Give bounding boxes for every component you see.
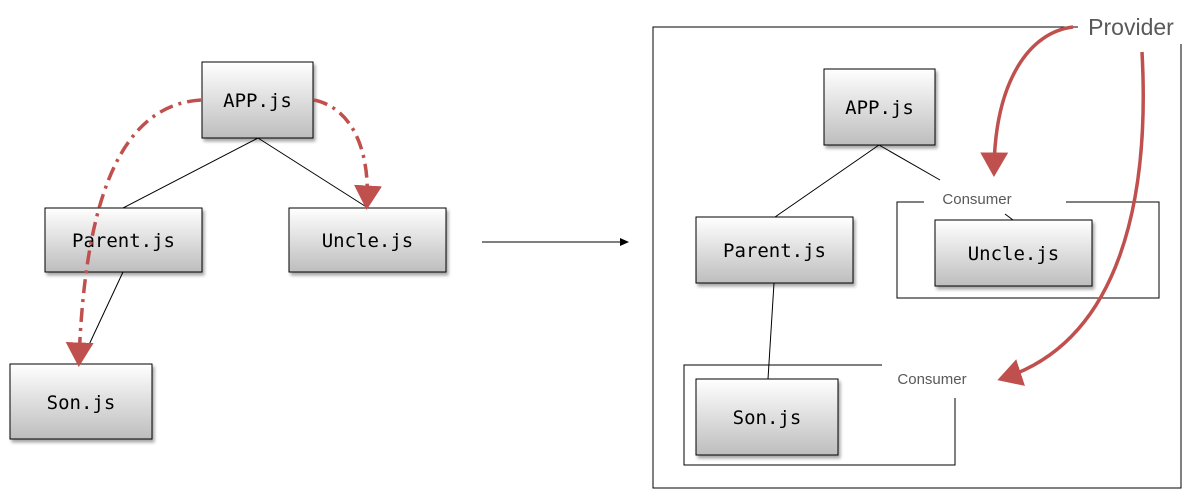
left-node-parent-label: Parent.js (72, 230, 175, 252)
right-node-uncle: Uncle.js (934, 219, 1093, 287)
right-node-parent-label: Parent.js (723, 240, 826, 262)
left-connector-app-uncle (257, 137, 369, 209)
provider-arrow-to-bottom-consumer (997, 51, 1145, 386)
right-node-parent: Parent.js (695, 216, 854, 284)
left-connector-parent-son (79, 271, 124, 365)
consumer-bottom-label: Consumer (897, 371, 966, 388)
right-connector-consumer-uncle (1004, 213, 1014, 221)
left-node-parent: Parent.js (44, 207, 203, 273)
right-node-app: APP.js (823, 68, 936, 146)
consumer-box-top (896, 201, 1160, 299)
left-node-son-label: Son.js (47, 392, 116, 414)
right-node-app-label: APP.js (845, 97, 914, 119)
right-node-son: Son.js (695, 378, 839, 456)
right-connector-app-parent (774, 144, 880, 218)
left-node-uncle-label: Uncle.js (322, 230, 414, 252)
left-node-uncle: Uncle.js (288, 207, 447, 273)
right-node-uncle-label: Uncle.js (968, 243, 1060, 265)
consumer-box-bottom (683, 364, 956, 466)
consumer-top-label: Consumer (942, 191, 1011, 208)
right-connector-app-consumer (878, 144, 941, 181)
left-prop-arrow-to-uncle (313, 98, 382, 210)
provider-arrow-to-top-consumer (980, 25, 1074, 177)
left-tree: APP.js Parent.js Uncle.js Son.js (9, 61, 447, 440)
left-prop-arrow-to-son (65, 98, 202, 367)
right-node-son-label: Son.js (733, 407, 802, 429)
left-connector-app-parent (122, 137, 259, 209)
left-node-app-label: APP.js (223, 90, 292, 112)
left-node-son: Son.js (9, 363, 153, 440)
provider-box (652, 26, 1182, 489)
right-tree: Consumer Consumer APP.js Parent.js Uncle… (652, 10, 1186, 489)
provider-label: Provider (1088, 14, 1174, 40)
left-node-app: APP.js (201, 61, 314, 139)
provider-label-bg (1078, 10, 1186, 44)
right-connector-parent-son (767, 282, 775, 380)
